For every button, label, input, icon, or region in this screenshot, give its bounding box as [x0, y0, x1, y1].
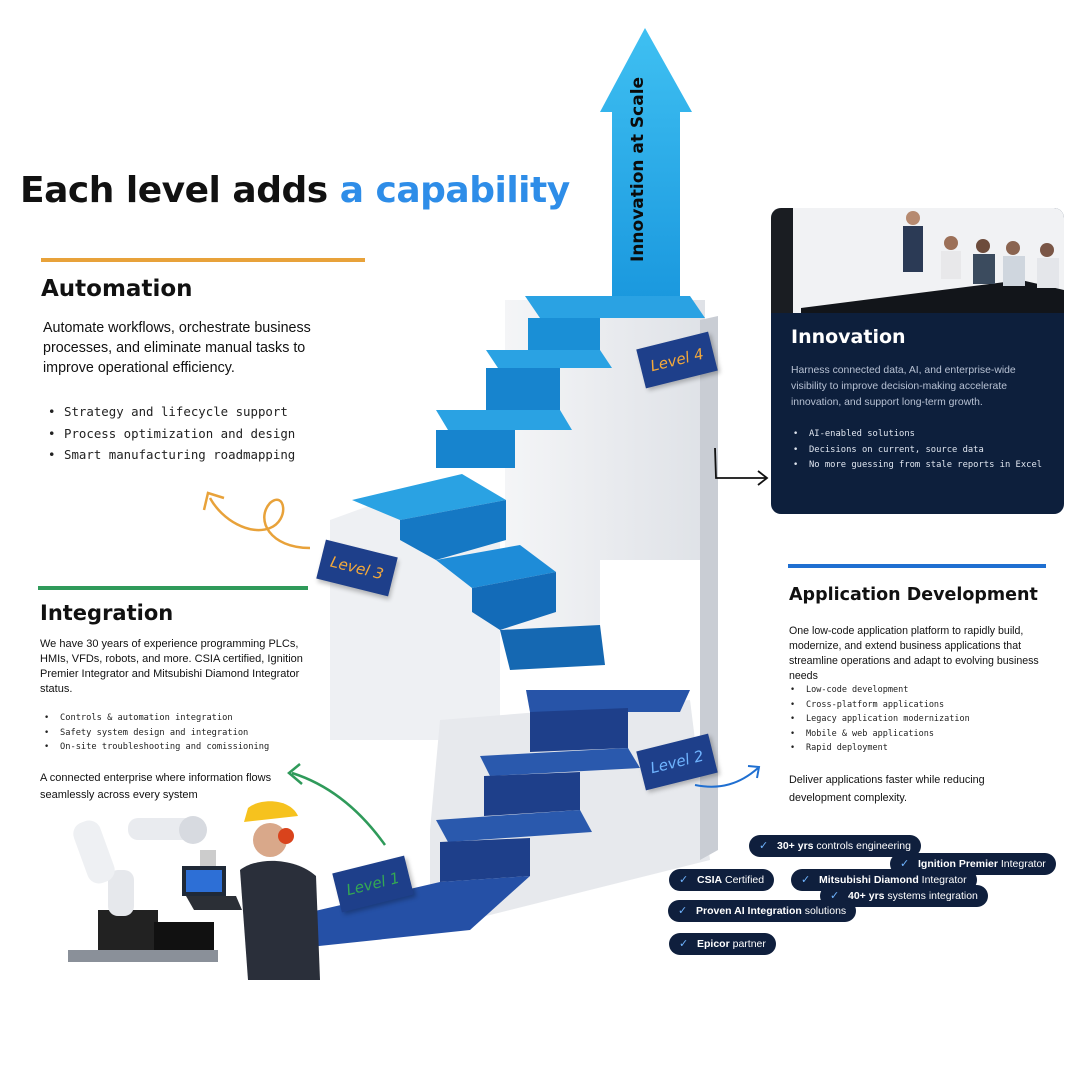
level-3-label: Level 3 [328, 552, 386, 584]
list-item: On-site troubleshooting and comissioning [40, 740, 269, 755]
elbow-arrow-innovation [714, 447, 766, 479]
badge-bold: Ignition Premier [918, 858, 998, 870]
level-2-label: Level 2 [648, 746, 706, 778]
step [480, 748, 640, 776]
check-icon: ✓ [801, 874, 811, 886]
title-main: Each level adds [20, 170, 340, 211]
automation-bar [41, 258, 365, 262]
list-item: Process optimization and design [44, 423, 295, 445]
list-item: Smart manufacturing roadmapping [44, 444, 295, 466]
integration-description: We have 30 years of experience programmi… [40, 638, 303, 695]
badge-bold: 40+ yrs [848, 890, 885, 902]
automation-heading: Automation [41, 276, 193, 302]
page-title: Each level adds a capability [20, 170, 570, 211]
list-item: Legacy application modernization [786, 712, 970, 727]
curved-arrow-integration [291, 771, 387, 846]
badge-epicor: ✓ Epicor partner [669, 933, 776, 955]
check-icon: ✓ [830, 890, 840, 902]
list-item: Rapid deployment [786, 741, 970, 756]
innovation-bullets: AI-enabled solutions Decisions on curren… [789, 427, 1042, 474]
appdev-footer: Deliver applications faster while reduci… [789, 774, 985, 804]
step [484, 772, 580, 816]
badge-ai-integration: ✓ Proven AI Integration solutions [668, 900, 857, 922]
step [436, 545, 556, 588]
step [486, 368, 560, 410]
worker [182, 801, 320, 980]
automation-description: Automate workflows, orchestrate business… [43, 320, 311, 376]
appdev-bullets: Low-code development Cross-platform appl… [786, 683, 970, 756]
list-item: Cross-platform applications [786, 698, 970, 713]
step [500, 625, 605, 670]
step [436, 810, 592, 842]
innovation-description: Harness connected data, AI, and enterpri… [791, 365, 1016, 408]
appdev-heading: Application Development [789, 585, 1038, 605]
check-icon: ✓ [678, 905, 688, 917]
badge-text: controls engineering [813, 840, 911, 852]
meeting-photo [771, 208, 1064, 313]
badge-bold: Proven AI Integration [696, 905, 802, 917]
badge-text: Integrator [918, 874, 967, 886]
automation-bullets: Strategy and lifecycle support Process o… [44, 401, 295, 466]
appdev-description: One low-code application platform to rap… [789, 625, 1039, 682]
badge-bold: Mitsubishi Diamond [819, 874, 919, 886]
badge-text: partner [729, 938, 766, 950]
list-item: Low-code development [786, 683, 970, 698]
title-accent: a capability [339, 170, 571, 211]
list-item: No more guessing from stale reports in E… [789, 458, 1042, 474]
step [528, 318, 600, 350]
check-icon: ✓ [679, 874, 689, 886]
level-1-label: Level 1 [344, 868, 402, 900]
badge-csia: ✓ CSIA Certified [669, 869, 775, 891]
list-item: Decisions on current, source data [789, 443, 1042, 459]
arrowhead [757, 470, 769, 486]
check-icon: ✓ [759, 840, 769, 852]
curly-arrow-automation [208, 497, 311, 550]
badge-text: Certified [722, 874, 765, 886]
list-item: Mobile & web applications [786, 727, 970, 742]
badge-bold: 30+ yrs [777, 840, 814, 852]
arrowhead [202, 491, 225, 511]
check-icon: ✓ [900, 858, 910, 870]
badge-bold: CSIA [697, 874, 723, 886]
arrow-shape [600, 28, 692, 300]
step [530, 708, 628, 752]
badge-text: systems integration [884, 890, 978, 902]
appdev-bar [788, 564, 1046, 568]
step [525, 296, 705, 318]
innovation-heading: Innovation [791, 326, 906, 348]
step [526, 690, 690, 712]
step-base [276, 876, 530, 948]
check-icon: ✓ [679, 938, 689, 950]
arrowhead [747, 765, 761, 779]
step [352, 474, 506, 520]
step [472, 572, 556, 630]
list-item: Safety system design and integration [40, 726, 269, 741]
step [486, 350, 612, 368]
badge-systems-integration: ✓ 40+ yrs systems integration [820, 885, 988, 907]
innovation-card: Innovation Harness connected data, AI, a… [771, 208, 1064, 514]
step [440, 838, 530, 882]
list-item: AI-enabled solutions [789, 427, 1042, 443]
curved-arrow-appdev [694, 767, 759, 788]
arrow-label: Innovation at Scale [628, 77, 648, 262]
list-item: Strategy and lifecycle support [44, 401, 295, 423]
arrowhead [287, 763, 303, 785]
step [436, 430, 515, 468]
stair-wall-side [700, 316, 718, 860]
integration-footer: A connected enterprise where information… [40, 772, 272, 801]
integration-bullets: Controls & automation integration Safety… [40, 711, 269, 755]
level-4-label: Level 4 [648, 344, 706, 376]
badge-controls-engineering: ✓ 30+ yrs controls engineering [749, 835, 921, 857]
step [436, 410, 572, 430]
step [400, 500, 506, 560]
list-item: Controls & automation integration [40, 711, 269, 726]
badge-text: solutions [801, 905, 847, 917]
integration-bar [38, 586, 308, 590]
integration-heading: Integration [40, 601, 174, 625]
badge-bold: Epicor [697, 938, 730, 950]
badge-text: Integrator [997, 858, 1046, 870]
